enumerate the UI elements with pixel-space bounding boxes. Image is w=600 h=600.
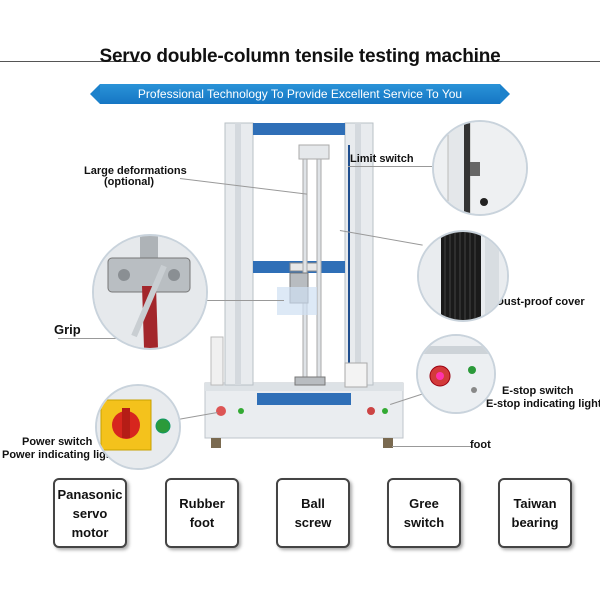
power-switch-detail (95, 384, 181, 470)
callout-grip: Grip (54, 322, 81, 337)
callout-limit-switch: Limit switch (350, 153, 414, 165)
leader-grip (58, 338, 120, 339)
feature-taiwan-bearing: Taiwan bearing (498, 478, 572, 548)
title-rule-right (465, 61, 600, 62)
callout-power-light: Power indicating light (2, 449, 117, 461)
callout-power-switch: Power switch (22, 436, 93, 448)
estop-detail (416, 334, 496, 414)
title-rule-left (0, 61, 140, 62)
callout-estop-switch: E-stop switch (502, 385, 574, 397)
feature-servo-motor: Panasonic servo motor (53, 478, 127, 548)
callout-dust-proof-cover: Dust-proof cover (496, 296, 585, 308)
leader-foot (392, 446, 472, 447)
slogan-banner: Professional Technology To Provide Excel… (90, 84, 510, 104)
callout-large-deformations: Large deformations (optional) (84, 165, 187, 188)
feature-rubber-foot: Rubber foot (165, 478, 239, 548)
dust-cover-detail (417, 230, 509, 322)
leader-limit-switch (348, 166, 432, 167)
limit-switch-detail (432, 120, 528, 216)
feature-ball-screw: Ball screw (276, 478, 350, 548)
callout-estop-light: E-stop indicating light (486, 398, 600, 410)
leader-grip-circle (204, 300, 284, 301)
callout-foot: foot (470, 439, 491, 451)
page-title: Servo double-column tensile testing mach… (99, 46, 501, 67)
feature-gree-switch: Gree switch (387, 478, 461, 548)
grip-detail (92, 234, 208, 350)
